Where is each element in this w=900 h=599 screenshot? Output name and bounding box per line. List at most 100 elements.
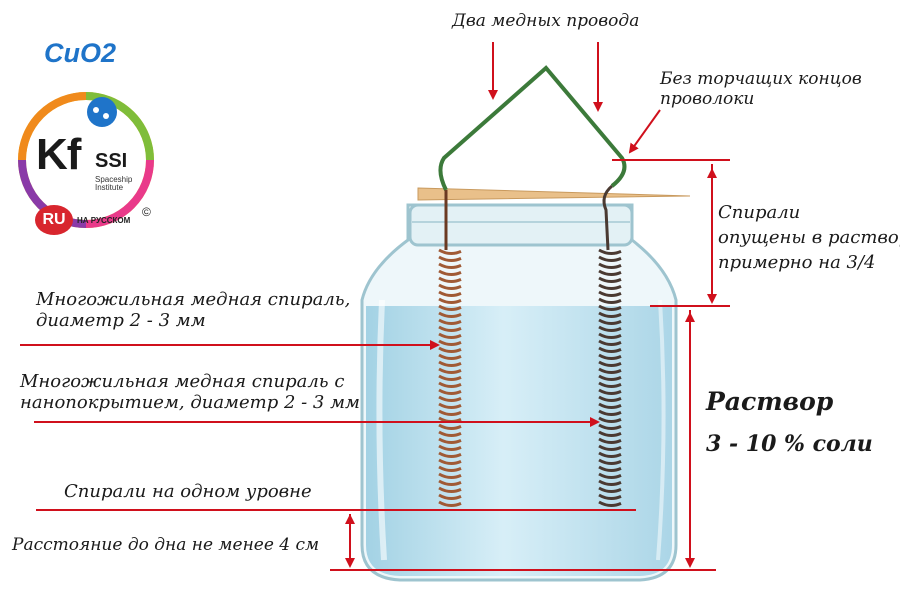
coil-turn <box>598 297 622 304</box>
coil-turn <box>438 479 462 486</box>
coil-turn <box>438 346 462 353</box>
coil-turn <box>598 437 622 444</box>
coil-turn <box>598 458 622 465</box>
coil-turn <box>598 395 622 402</box>
copper-wires <box>438 65 627 251</box>
coil-turn <box>598 269 622 276</box>
coil-turn <box>598 430 622 437</box>
coil-turn <box>598 416 622 423</box>
coil-turn <box>438 472 462 479</box>
coil-turn <box>438 395 462 402</box>
logo-copyright: © <box>142 205 151 219</box>
coil-turn <box>438 318 462 325</box>
coil-turn <box>598 311 622 318</box>
coil-turn <box>598 423 622 430</box>
coil-turn <box>598 248 622 255</box>
coil-turn <box>438 304 462 311</box>
coil-turn <box>438 353 462 360</box>
coil-turn <box>598 283 622 290</box>
label-bottom-distance: Расстояние до дна не менее 4 см <box>12 535 320 555</box>
logo-ring <box>18 92 154 228</box>
coil-turn <box>438 486 462 493</box>
logo-ssi: SSI <box>95 150 128 172</box>
coil-turn <box>438 276 462 283</box>
coil-turn <box>438 248 462 255</box>
coil-turn <box>438 444 462 451</box>
coil-turn <box>598 465 622 472</box>
coil-turn <box>438 283 462 290</box>
solution-liquid <box>366 306 672 576</box>
label-two-copper-wires: Два медных провода <box>452 11 640 31</box>
coil-turn <box>598 339 622 346</box>
coil-turn <box>438 360 462 367</box>
label-solution-title: Раствор <box>706 387 834 416</box>
coil-turn <box>598 479 622 486</box>
coil-turn <box>598 304 622 311</box>
coil-turn <box>438 402 462 409</box>
coil-turn <box>438 297 462 304</box>
coil-turn <box>598 332 622 339</box>
jar <box>360 203 678 582</box>
coil-turn <box>438 381 462 388</box>
coil-turn <box>438 367 462 374</box>
coil-turn <box>438 290 462 297</box>
coil-turn <box>438 437 462 444</box>
coil-turn <box>598 360 622 367</box>
coil-turn <box>438 458 462 465</box>
coil-turn <box>598 353 622 360</box>
coil-turn <box>438 500 462 507</box>
coil-turn <box>438 388 462 395</box>
coil-turn <box>438 493 462 500</box>
copper-spiral <box>438 248 462 507</box>
label-copper-spiral: Многожильная медная спираль,диаметр 2 - … <box>36 289 351 331</box>
coil-turn <box>598 500 622 507</box>
coil-turn <box>598 472 622 479</box>
coil-turn <box>438 325 462 332</box>
coil-turn <box>598 402 622 409</box>
wooden-stick <box>417 187 691 201</box>
coil-turn <box>598 388 622 395</box>
coil-turn <box>438 311 462 318</box>
coil-turn <box>598 409 622 416</box>
coil-turn <box>598 367 622 374</box>
coil-turn <box>598 325 622 332</box>
coil-turn <box>598 318 622 325</box>
logo-kf: Kf <box>36 130 81 179</box>
jar-neck <box>408 203 634 247</box>
logo-ru-badge: RU <box>35 205 73 235</box>
label-solution-salt: 3 - 10 % соли <box>706 431 873 457</box>
coil-turn <box>438 255 462 262</box>
coil-turn <box>598 346 622 353</box>
coil-turn <box>598 374 622 381</box>
coil-turn <box>438 374 462 381</box>
logo-planet-icon <box>87 97 117 127</box>
coil-turn <box>598 290 622 297</box>
logo-na-russkom: НА РУССКОМ <box>77 216 131 225</box>
coated-spiral <box>598 248 622 507</box>
brand-title: CuO2 <box>44 38 117 68</box>
coil-turn <box>438 269 462 276</box>
coil-turn <box>438 409 462 416</box>
coil-turn <box>438 332 462 339</box>
coil-turn <box>598 276 622 283</box>
coil-turn <box>598 255 622 262</box>
label-same-level: Спирали на одном уровне <box>64 481 312 502</box>
coil-turn <box>438 423 462 430</box>
coil-turn <box>598 381 622 388</box>
coil-turn <box>438 339 462 346</box>
coil-turn <box>438 465 462 472</box>
coil-turn <box>598 493 622 500</box>
coil-turn <box>598 262 622 269</box>
coil-turn <box>438 430 462 437</box>
coil-turn <box>598 444 622 451</box>
coil-turn <box>598 486 622 493</box>
annotation-arrows <box>20 42 730 571</box>
coil-turn <box>598 451 622 458</box>
coil-turn <box>438 451 462 458</box>
coil-turn <box>438 262 462 269</box>
